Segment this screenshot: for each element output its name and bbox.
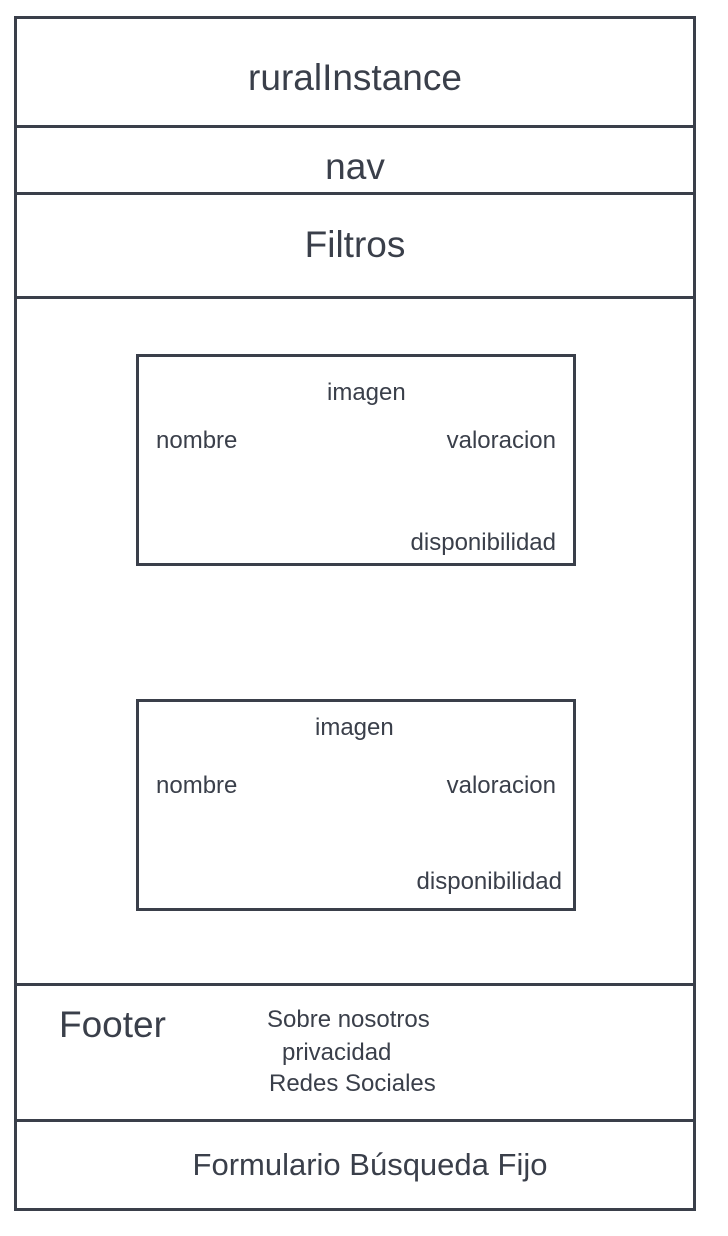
- card-availability-label: disponibilidad: [416, 868, 562, 895]
- card-rating-label: valoracion: [446, 772, 556, 799]
- footer-link-about: Sobre nosotros: [267, 1006, 430, 1033]
- results-section: imagen nombre valoracion disponibilidad …: [17, 299, 693, 986]
- footer-title: Footer: [59, 1004, 166, 1045]
- card-name-label: nombre: [156, 772, 238, 799]
- filters-label: Filtros: [304, 224, 406, 265]
- nav-section: nav: [17, 128, 693, 195]
- wireframe-frame: ruralInstance nav Filtros imagen nombre …: [14, 16, 696, 1211]
- card-availability-label: disponibilidad: [410, 529, 556, 556]
- card-rating-label: valoracion: [446, 427, 556, 454]
- nav-label: nav: [325, 146, 385, 187]
- footer-link-social: Redes Sociales: [269, 1070, 436, 1097]
- result-card: imagen nombre valoracion disponibilidad: [136, 699, 576, 911]
- fixed-search-form-label: Formulario Búsqueda Fijo: [192, 1147, 548, 1182]
- footer-section: Footer Sobre nosotros privacidad Redes S…: [17, 986, 693, 1122]
- card-name-label: nombre: [156, 427, 238, 454]
- card-image-label: imagen: [327, 379, 406, 406]
- result-card: imagen nombre valoracion disponibilidad: [136, 354, 576, 566]
- footer-link-privacy: privacidad: [282, 1039, 392, 1066]
- fixed-search-form-section: Formulario Búsqueda Fijo: [17, 1122, 693, 1208]
- filters-section: Filtros: [17, 195, 693, 299]
- card-image-label: imagen: [315, 714, 394, 741]
- header-section: ruralInstance: [17, 19, 693, 128]
- header-title: ruralInstance: [248, 57, 462, 98]
